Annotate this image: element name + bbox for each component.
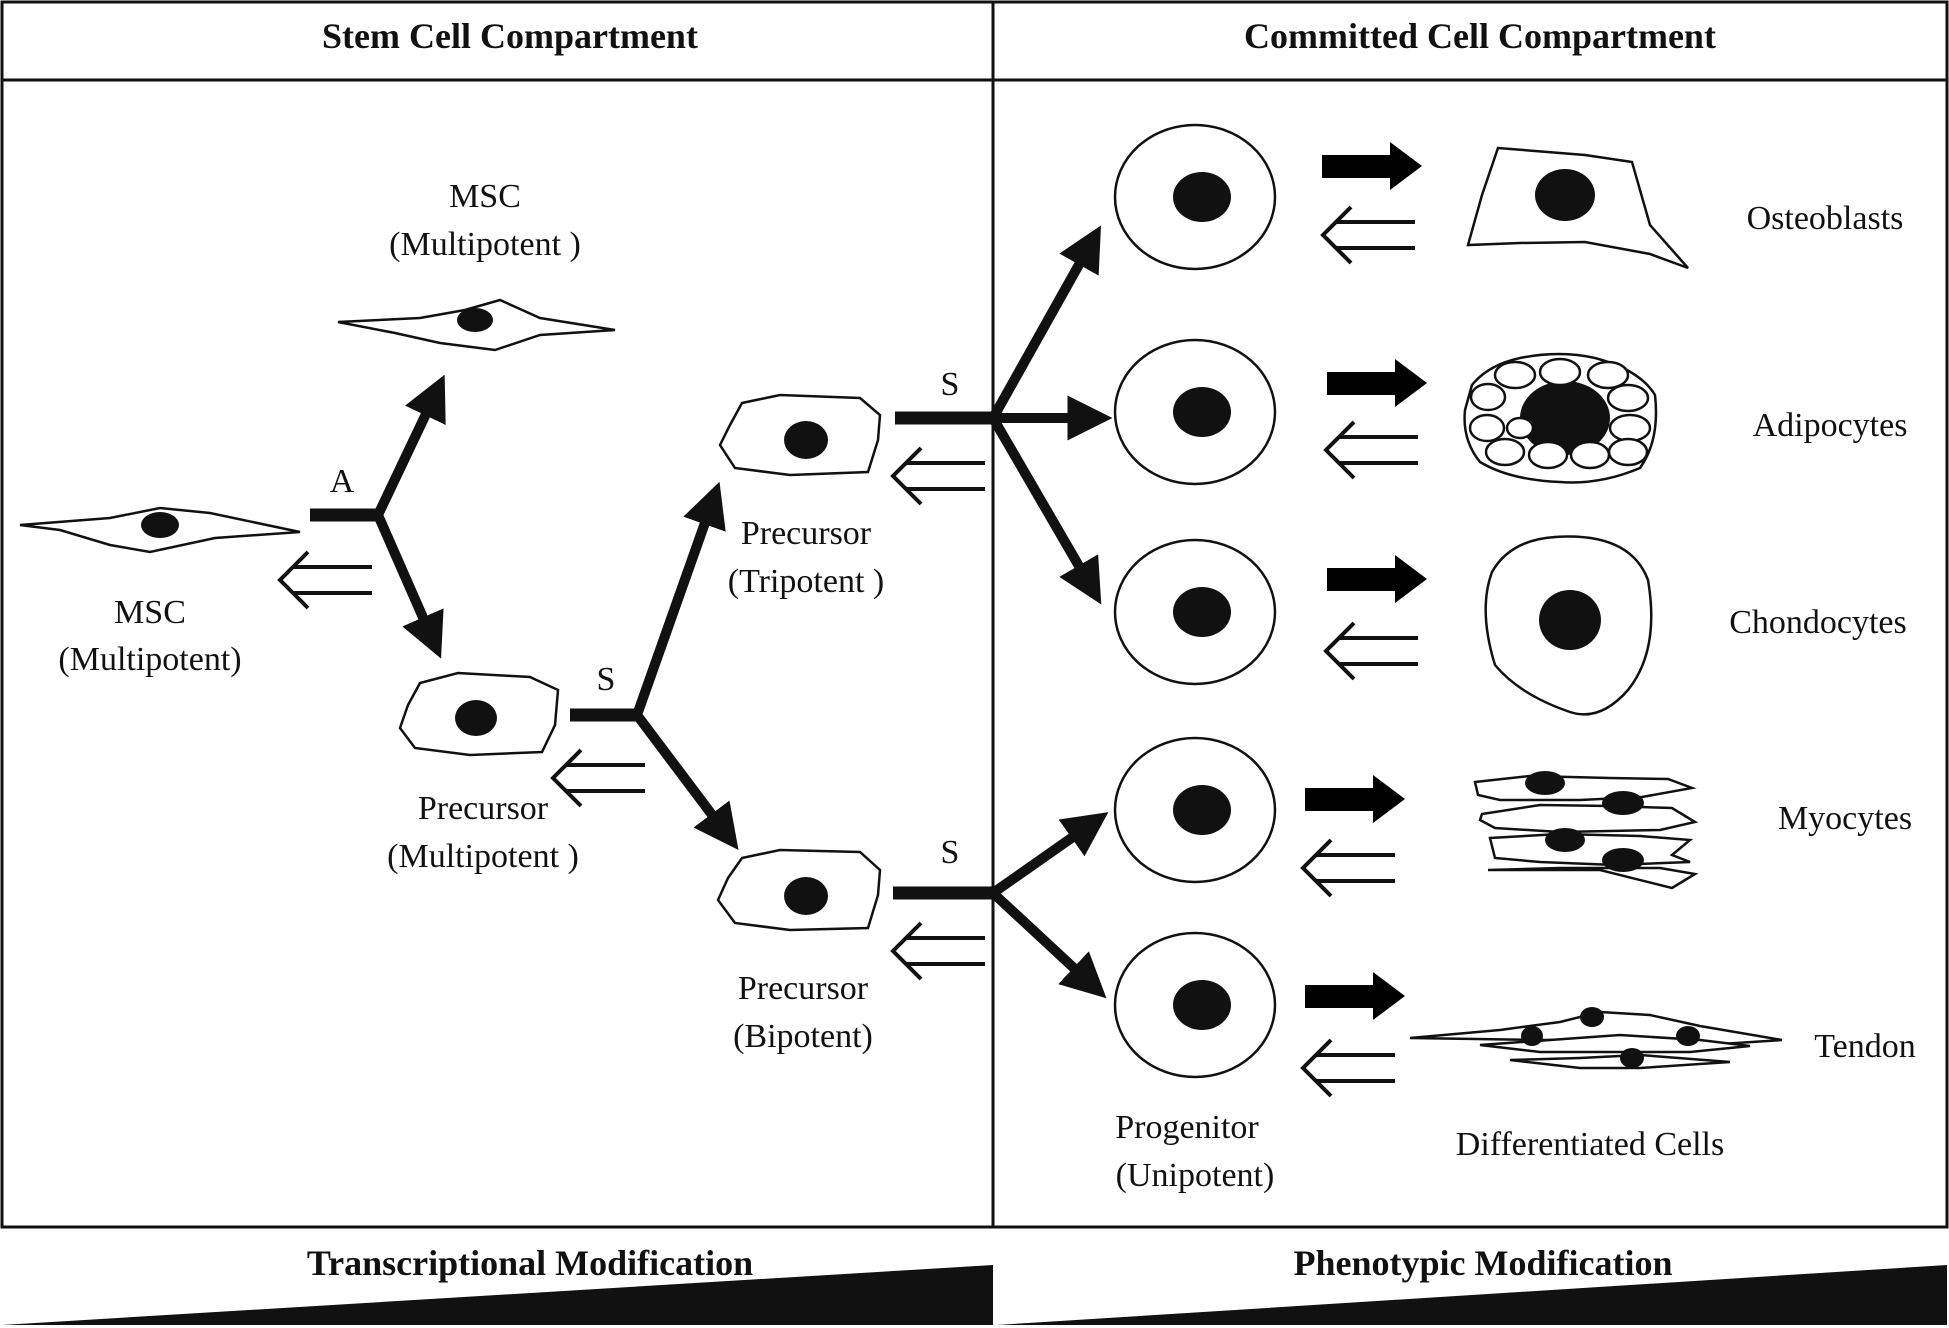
precursor-bi-reverse-arrow-icon [890, 921, 985, 981]
branch-label-s3: S [941, 834, 960, 871]
bold-forward-arrow-icon [1305, 775, 1405, 823]
progenitor-cell-chondro [1113, 538, 1277, 686]
differentiation-arrows [1300, 142, 1427, 1098]
precursor-bipotent-name: Precursor [738, 970, 869, 1007]
precursor-multi-reverse-arrow-icon [550, 748, 645, 808]
precursor-tri-reverse-arrow-icon [890, 446, 985, 506]
progenitor-cell-adipo [1113, 338, 1277, 486]
msc-top-potency: (Multipotent ) [389, 226, 581, 263]
bold-forward-arrow-icon [1327, 359, 1427, 407]
symmetric-branch-bipotent-arrows [893, 812, 1109, 999]
msc-left-potency: (Multipotent) [58, 641, 241, 678]
progenitor-cell-myo [1113, 736, 1277, 884]
cell-type-chondocytes: Chondocytes [1729, 604, 1907, 641]
bold-forward-arrow-icon [1322, 142, 1422, 190]
footer-transcriptional: Transcriptional Modification [307, 1243, 753, 1283]
footer-phenotypic: Phenotypic Modification [1294, 1243, 1673, 1283]
open-double-back-arrow-icon [1323, 621, 1418, 681]
cell-type-osteoblasts: Osteoblasts [1747, 200, 1904, 237]
cell-type-myocytes: Myocytes [1778, 800, 1912, 837]
header-stem-compartment: Stem Cell Compartment [322, 16, 698, 56]
myocyte-cells [1473, 771, 1699, 890]
precursor-tripotent-cell [718, 393, 882, 477]
open-double-back-arrow-icon [1323, 420, 1418, 480]
open-double-back-arrow-icon [1320, 205, 1415, 265]
bold-forward-arrow-icon [1327, 555, 1427, 603]
bold-forward-arrow-icon [1305, 972, 1405, 1020]
cell-type-adipocytes: Adipocytes [1753, 407, 1908, 444]
symmetric-branch-tripotent-arrows [895, 225, 1113, 605]
branch-label-a: A [330, 463, 355, 500]
branch-label-s1: S [597, 661, 616, 698]
frame [0, 0, 1949, 1229]
msc-reverse-arrow-icon [277, 550, 372, 610]
cell-type-tendon: Tendon [1814, 1028, 1916, 1065]
osteoblast-cell [1466, 146, 1689, 270]
transcriptional-wedge [2, 1265, 993, 1325]
chondrocyte-cell [1484, 535, 1653, 716]
msc-left-cell [19, 506, 301, 554]
precursor-bipotent-cell [716, 848, 882, 932]
symmetric-branch-1-arrows [570, 481, 739, 850]
progenitor-name: Progenitor [1115, 1109, 1259, 1146]
precursor-tripotent-name: Precursor [741, 515, 872, 552]
progenitor-cell-osteo [1113, 123, 1277, 271]
precursor-multipotent-name: Precursor [418, 790, 549, 827]
precursor-multipotent-cell [398, 671, 560, 757]
progenitor-cell-tendon [1113, 931, 1277, 1079]
open-double-back-arrow-icon [1300, 838, 1395, 898]
header-committed-compartment: Committed Cell Compartment [1244, 16, 1716, 56]
tendon-cells [1409, 1007, 1783, 1070]
adipocyte-cell [1463, 352, 1658, 484]
msc-top-name: MSC [449, 178, 521, 215]
branch-label-s2: S [941, 366, 960, 403]
msc-left-name: MSC [114, 594, 186, 631]
precursor-multipotent-potency: (Multipotent ) [387, 838, 579, 875]
precursor-bipotent-potency: (Bipotent) [733, 1018, 873, 1055]
asymmetric-branch-arrows [310, 374, 446, 659]
msc-top-cell [337, 298, 616, 352]
phenotypic-wedge [997, 1265, 1947, 1325]
open-double-back-arrow-icon [1300, 1038, 1395, 1098]
progenitor-potency: (Unipotent) [1116, 1157, 1275, 1194]
precursor-tripotent-potency: (Tripotent ) [728, 563, 884, 600]
differentiated-cells-title: Differentiated Cells [1456, 1126, 1724, 1163]
